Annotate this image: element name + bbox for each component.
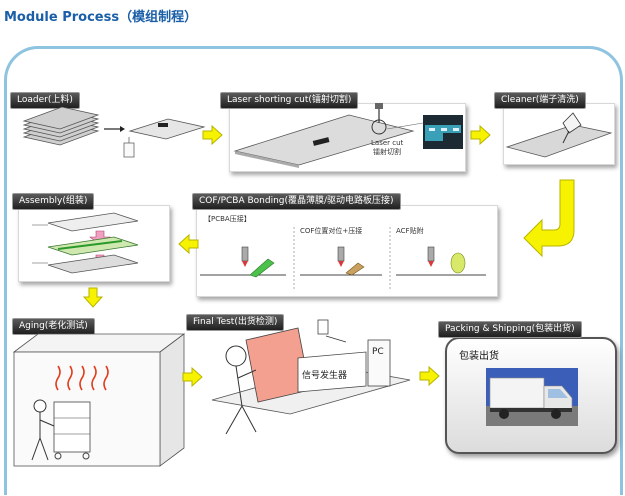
laser-label: Laser shorting cut(镭射切割) — [220, 92, 359, 109]
arrow-down-icon — [82, 287, 104, 308]
final-test-label: Final Test(出货检测) — [186, 314, 285, 331]
cleaner-illustration — [505, 112, 613, 158]
cleaner-label: Cleaner(端子清洗) — [494, 92, 586, 109]
arrow-curve-down-left-icon — [523, 179, 575, 258]
loader-label: Loader(上料) — [10, 92, 80, 109]
arrow-right-icon — [419, 365, 440, 387]
title-en: Module Process — [4, 10, 120, 25]
laser-illustration: Laser cut 镭射切割 — [233, 103, 463, 168]
final-test-illustration: PC 信号发生器 — [211, 319, 411, 435]
acf-attach-note: ACF贴附 — [396, 226, 424, 235]
arrow-right-icon — [182, 366, 203, 388]
truck-icon — [486, 368, 578, 426]
pcba-press-note: 【PCBA压接】 — [204, 214, 251, 223]
process-frame — [4, 46, 623, 495]
cof-illustration: 【PCBA压接】 COF位置对位+压接 ACF贴附 — [200, 214, 486, 291]
title-zh: （模组制程） — [119, 10, 198, 25]
aging-chamber-illustration — [12, 333, 186, 467]
arrow-right-icon — [202, 124, 223, 146]
arrow-right-icon — [470, 124, 491, 146]
loader-illustration — [22, 106, 206, 158]
page-title: Module Process（模组制程） — [4, 6, 197, 25]
packing-shipping-text: 包装出货 — [459, 351, 499, 362]
cof-label: COF/PCBA Bonding(覆晶薄膜/驱动电路板压接) — [192, 193, 401, 210]
cof-align-note: COF位置对位+压接 — [300, 226, 362, 235]
packing-label: Packing & Shipping(包装出货) — [438, 321, 582, 338]
assembly-label: Assembly(组装) — [12, 193, 95, 210]
arrow-left-icon — [178, 233, 199, 255]
assembly-illustration — [32, 212, 139, 274]
laser-cut-note-zh: 镭射切割 — [373, 147, 401, 156]
pc-text: PC — [372, 347, 384, 357]
signal-generator-text: 信号发生器 — [302, 369, 347, 381]
laser-cut-note: Laser cut — [371, 139, 404, 147]
